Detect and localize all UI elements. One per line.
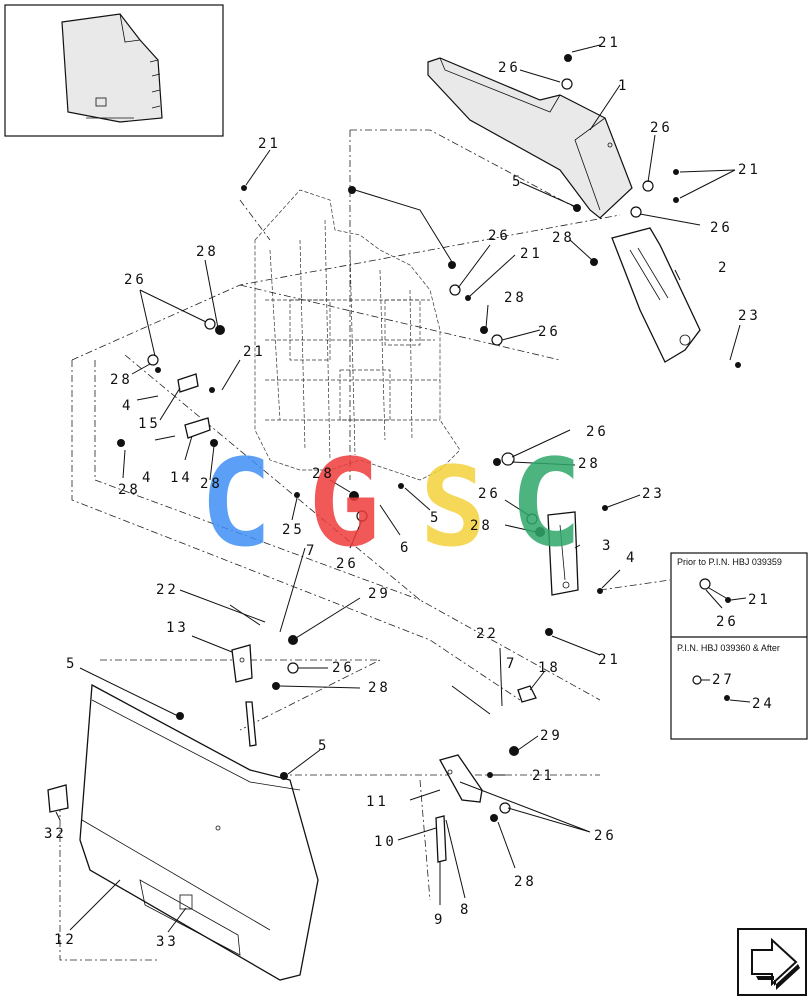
callout-label: 3 — [602, 538, 613, 554]
callout-label: 28 — [504, 290, 527, 306]
inset-upper-label: Prior to P.I.N. HBJ 039359 — [677, 557, 782, 567]
callout-label: 28 — [118, 482, 141, 498]
callout-label: 21 — [243, 344, 266, 360]
watermark-letter-3: S — [420, 443, 486, 571]
part-12-front-shield — [79, 683, 319, 981]
callout-label: 14 — [170, 470, 193, 486]
callout-label: 21 — [598, 652, 621, 668]
thumbnail-view — [4, 4, 224, 137]
callout-label: 28 — [514, 874, 537, 890]
callout-label: 6 — [400, 540, 411, 556]
callout-label: 21 — [258, 136, 281, 152]
callout-label: 28 — [312, 466, 335, 482]
part-3-bracket — [547, 511, 579, 596]
part-11-bracket — [439, 754, 483, 803]
callout-label: 28 — [470, 518, 493, 534]
inset-callout: 26 — [716, 614, 739, 630]
callout-label: 5 — [318, 738, 329, 754]
callout-label: 33 — [156, 934, 179, 950]
watermark-letter-4: C — [510, 435, 582, 574]
callout-label: 26 — [586, 424, 609, 440]
part-32-decal — [47, 784, 69, 813]
leader-lines — [55, 44, 741, 933]
callout-label: 32 — [44, 826, 67, 842]
serial-inset: Prior to P.I.N. HBJ 039359 21 26 P.I.N. … — [670, 552, 808, 740]
callout-label: 4 — [142, 470, 153, 486]
watermark: C G S C — [200, 435, 582, 574]
inset-lower-label: P.I.N. HBJ 039360 & After — [677, 643, 780, 653]
callout-label: 28 — [200, 476, 223, 492]
callout-label: 28 — [196, 244, 219, 260]
callout-label: 5 — [512, 174, 523, 190]
callout-label: 10 — [374, 834, 397, 850]
callout-label: 26 — [538, 324, 561, 340]
part-1-top-shield — [427, 57, 633, 219]
inset-callout: 21 — [748, 592, 771, 608]
callout-label: 4 — [626, 550, 637, 566]
callout-label: 5 — [430, 510, 441, 526]
callout-label: 23 — [738, 308, 761, 324]
callout-label: 11 — [366, 794, 389, 810]
callout-label: 18 — [538, 660, 561, 676]
callout-label: 26 — [336, 556, 359, 572]
callout-label: 29 — [540, 728, 563, 744]
assembly-lines — [59, 129, 671, 961]
callout-labels: 21 26 1 26 21 5 26 26 21 28 2 21 28 26 2… — [44, 35, 761, 950]
callout-label: 13 — [166, 620, 189, 636]
callout-label: 26 — [710, 220, 733, 236]
inset-callout: 24 — [752, 696, 775, 712]
callout-label: 1 — [618, 78, 629, 94]
callout-label: 26 — [332, 660, 355, 676]
next-page-arrow-icon[interactable] — [737, 928, 807, 996]
callout-label: 15 — [138, 416, 161, 432]
callout-label: 22 — [476, 626, 499, 642]
callout-label: 21 — [532, 768, 555, 784]
callout-label: 28 — [368, 680, 391, 696]
callout-label: 28 — [110, 372, 133, 388]
callout-label: 9 — [434, 912, 445, 928]
callout-label: 22 — [156, 582, 179, 598]
callout-label: 21 — [738, 162, 761, 178]
callout-label: 12 — [54, 932, 77, 948]
callout-label: 28 — [578, 456, 601, 472]
callout-label: 26 — [594, 828, 617, 844]
callout-label: 23 — [642, 486, 665, 502]
part-14-bracket — [184, 417, 211, 439]
callout-label: 26 — [498, 60, 521, 76]
callout-label: 26 — [124, 272, 147, 288]
callout-label: 2 — [718, 260, 729, 276]
callout-label: 28 — [552, 230, 575, 246]
watermark-letter-2: G — [308, 435, 380, 574]
callout-label: 7 — [506, 656, 517, 672]
callout-label: 4 — [122, 398, 133, 414]
callout-label: 29 — [368, 586, 391, 602]
callout-label: 21 — [520, 246, 543, 262]
watermark-letter-1: C — [200, 435, 272, 574]
callout-label: 26 — [650, 120, 673, 136]
part-15-bracket — [177, 373, 199, 393]
callout-label: 26 — [488, 228, 511, 244]
callout-label: 26 — [478, 486, 501, 502]
part-2-side-plate — [611, 227, 701, 363]
callout-label: 5 — [66, 656, 77, 672]
callout-label: 7 — [306, 543, 317, 559]
rods — [229, 604, 537, 863]
callout-label: 21 — [598, 35, 621, 51]
part-13-bracket — [231, 644, 253, 683]
callout-label: 25 — [282, 522, 305, 538]
inset-callout: 27 — [712, 672, 735, 688]
callout-label: 8 — [460, 902, 471, 918]
